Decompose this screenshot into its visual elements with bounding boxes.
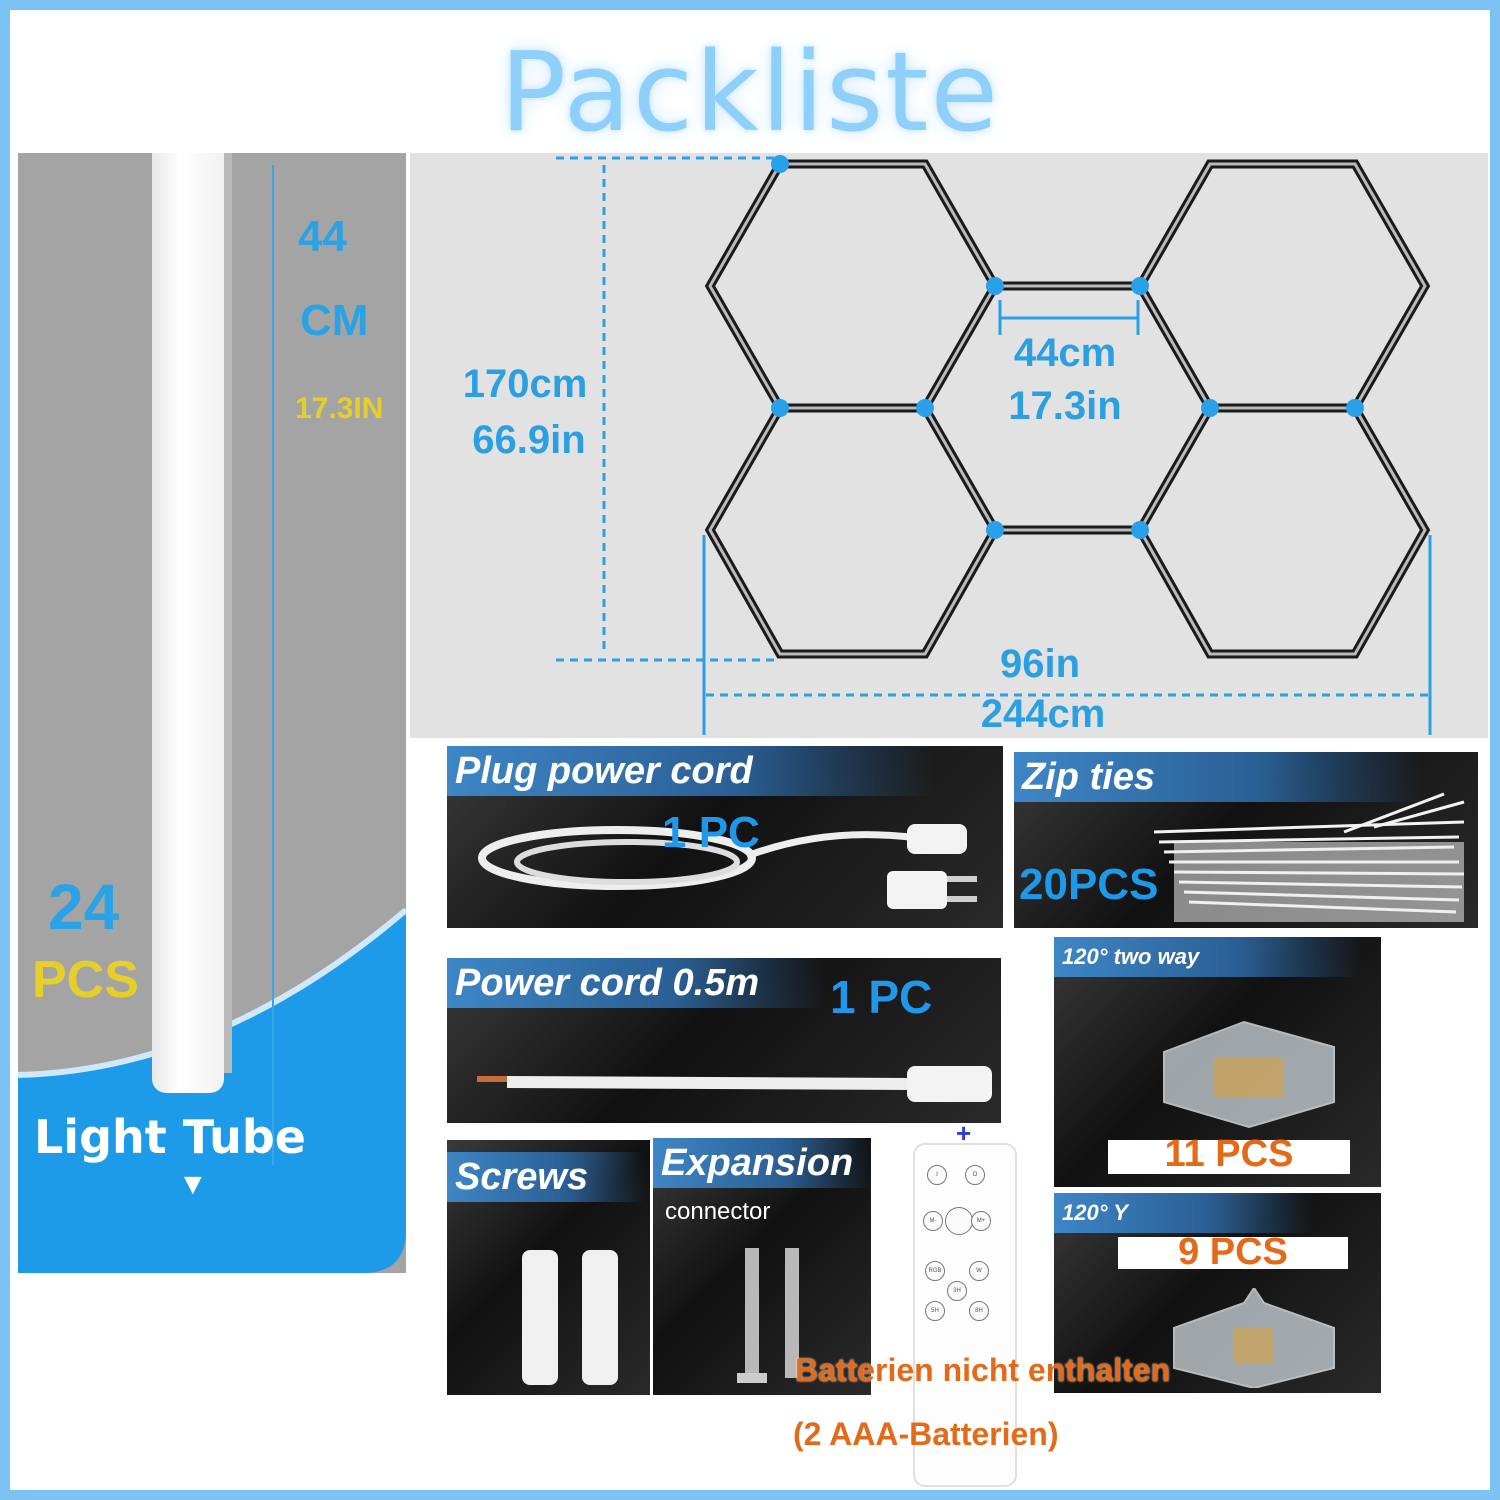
remote-control: I O M- M+ RGB W 3H 5H 8H (913, 1143, 1017, 1487)
tube-length-unit: CM (300, 296, 369, 345)
remote-rgb-button: RGB (925, 1261, 945, 1281)
plus-icon: + (956, 1118, 972, 1148)
tube-length-line (272, 165, 274, 1165)
power-cord-card: Power cord 0.5m 1 PC (447, 958, 1001, 1123)
expansion-connector-card: Expansion connector (653, 1138, 871, 1395)
two-way-connector-label: 120° two way (1054, 937, 1362, 977)
hexagon-diagram (556, 155, 1432, 735)
down-arrow-icon: ▼ (178, 1168, 208, 1201)
diagram-height-in: 66.9in (472, 418, 586, 462)
screws-card: Screws (447, 1140, 650, 1395)
y-connector-qty: 9 PCS (1178, 1231, 1288, 1273)
diagram-width-in: 96in (999, 642, 1081, 686)
remote-power-on-icon: I (927, 1165, 947, 1185)
diagram-side-in: 17.3in (1008, 384, 1122, 428)
expansion-sublabel: connector (665, 1198, 771, 1225)
screws-label: Screws (447, 1152, 645, 1202)
battery-type-note: (2 AAA-Batterien) (793, 1416, 1059, 1452)
diagram-height-cm: 170cm (462, 362, 588, 406)
tube-count-unit: PCS (32, 951, 139, 1009)
expansion-label: Expansion (653, 1138, 871, 1188)
light-tube-shadow (224, 153, 232, 1073)
two-way-connector-image (1163, 1020, 1335, 1129)
zip-ties-image (1153, 792, 1465, 922)
power-cord-label: Power cord 0.5m (447, 958, 825, 1008)
tube-length-inches: 17.3IN (295, 392, 384, 425)
battery-note: Batterien nicht enthalten (795, 1352, 1171, 1388)
zip-ties-qty: 20PCS (1019, 860, 1159, 909)
power-cord-image (478, 824, 977, 909)
tube-count: 24 (48, 871, 120, 943)
y-connector-card: 120° Y 9 PCS (1054, 1193, 1381, 1393)
screws-image (737, 1248, 799, 1383)
two-way-connector-qty: 11 PCS (1164, 1133, 1294, 1175)
remote-3h-button: 3H (947, 1281, 967, 1301)
diagram-width-cm: 244cm (980, 692, 1106, 736)
plug-power-cord-card: Plug power cord 1 PC (447, 746, 1003, 928)
y-connector-label: 120° Y (1054, 1193, 1312, 1233)
remote-m-plus-button: M+ (971, 1211, 991, 1231)
page-title: Packliste (499, 28, 1001, 156)
remote-power-off-icon: O (965, 1165, 985, 1185)
y-connector-qty-box (1118, 1237, 1348, 1269)
remote-8h-button: 8H (969, 1301, 989, 1321)
remote-mode-icon (945, 1207, 973, 1235)
zip-ties-label: Zip ties (1014, 752, 1422, 802)
plug-power-cord-label: Plug power cord (447, 746, 935, 796)
y-connector-image (1173, 1288, 1335, 1388)
zip-ties-card: Zip ties 20PCS (1014, 752, 1478, 928)
two-way-connector-card: 120° two way 11 PCS (1054, 937, 1381, 1187)
remote-5h-button: 5H (925, 1301, 945, 1321)
light-tube-label: Light Tube (34, 1110, 306, 1164)
light-tube-image (152, 153, 224, 1093)
tube-length-value: 44 (298, 212, 347, 261)
wall-plugs-image (522, 1250, 618, 1385)
two-way-qty-box (1108, 1140, 1350, 1174)
diagram-side-cm: 44cm (1013, 331, 1117, 375)
power-cord-qty: 1 PC (830, 971, 933, 1023)
short-cord-image (477, 1066, 992, 1102)
plug-power-cord-qty: 1 PC (662, 808, 760, 857)
remote-m-minus-button: M- (923, 1211, 943, 1231)
remote-white-button: W (969, 1261, 989, 1281)
